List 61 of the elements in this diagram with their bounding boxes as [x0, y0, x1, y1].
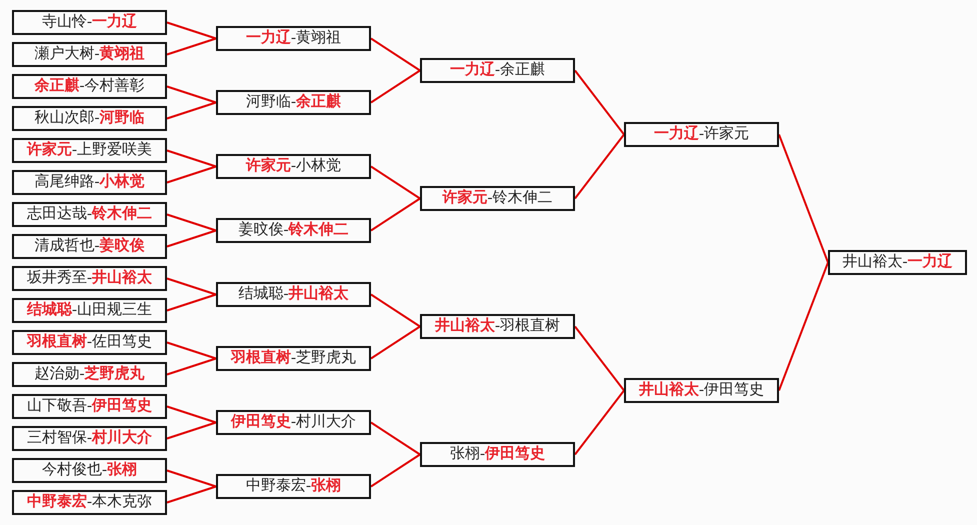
connector-line [166, 294, 216, 312]
connector-line [574, 326, 625, 392]
match-box: 中野泰宏-本木克弥 [12, 490, 167, 515]
connector-line [166, 406, 216, 424]
match-box: 一力辽-余正麒 [420, 58, 575, 83]
connector-line [166, 102, 216, 120]
match-box: 一力辽-黄翊祖 [216, 26, 371, 51]
match-box: 姜旼俟-铃木伸二 [216, 218, 371, 243]
match-box: 张栩-伊田笃史 [420, 442, 575, 467]
connector-line [370, 38, 421, 72]
connector-line [166, 38, 216, 56]
connector-line [166, 342, 216, 360]
match-box: 高尾绅路-小林觉 [12, 170, 167, 195]
match-box: 伊田笃史-村川大介 [216, 410, 371, 435]
connector-line [574, 134, 625, 200]
connector-line [166, 150, 216, 168]
connector-line [370, 70, 421, 104]
match-box: 中野泰宏-张栩 [216, 474, 371, 499]
connector-line [166, 214, 216, 232]
match-box: 井山裕太-羽根直树 [420, 314, 575, 339]
connector-line [166, 486, 216, 504]
connector-line [370, 422, 421, 456]
connector-line [778, 262, 829, 391]
match-box: 许家元-铃木伸二 [420, 186, 575, 211]
match-box: 山下敬吾-伊田笃史 [12, 394, 167, 419]
match-box: 羽根直树-芝野虎丸 [216, 346, 371, 371]
match-box: 河野临-余正麒 [216, 90, 371, 115]
connector-line [166, 278, 216, 296]
connector-line [166, 86, 216, 104]
match-box: 井山裕太-一力辽 [828, 250, 967, 275]
match-box: 赵治勋-芝野虎丸 [12, 362, 167, 387]
match-box: 坂井秀至-井山裕太 [12, 266, 167, 291]
connector-line [574, 70, 625, 136]
match-box: 羽根直树-佐田笃史 [12, 330, 167, 355]
match-box: 结城聪-山田规三生 [12, 298, 167, 323]
connector-line [370, 294, 421, 328]
match-box: 井山裕太-伊田笃史 [624, 378, 779, 403]
connector-line [778, 134, 829, 263]
connector-line [370, 454, 421, 488]
connector-line [574, 390, 625, 456]
match-box: 一力辽-许家元 [624, 122, 779, 147]
match-box: 结城聪-井山裕太 [216, 282, 371, 307]
connector-line [166, 166, 216, 184]
match-box: 瀬户大树-黄翊祖 [12, 42, 167, 67]
connector-line [166, 358, 216, 376]
connector-line [166, 422, 216, 440]
match-box: 余正麒-今村善彰 [12, 74, 167, 99]
match-box: 许家元-上野爱咲美 [12, 138, 167, 163]
connector-line [370, 166, 421, 200]
connector-line [166, 22, 216, 40]
match-box: 今村俊也-张栩 [12, 458, 167, 483]
match-box: 秋山次郎-河野临 [12, 106, 167, 131]
match-box: 清成哲也-姜旼俟 [12, 234, 167, 259]
match-box: 许家元-小林觉 [216, 154, 371, 179]
match-box: 三村智保-村川大介 [12, 426, 167, 451]
connector-line [370, 198, 421, 232]
connector-line [370, 326, 421, 360]
connector-line [166, 470, 216, 488]
connector-line [166, 230, 216, 248]
match-box: 寺山怜-一力辽 [12, 10, 167, 35]
match-box: 志田达哉-铃木伸二 [12, 202, 167, 227]
